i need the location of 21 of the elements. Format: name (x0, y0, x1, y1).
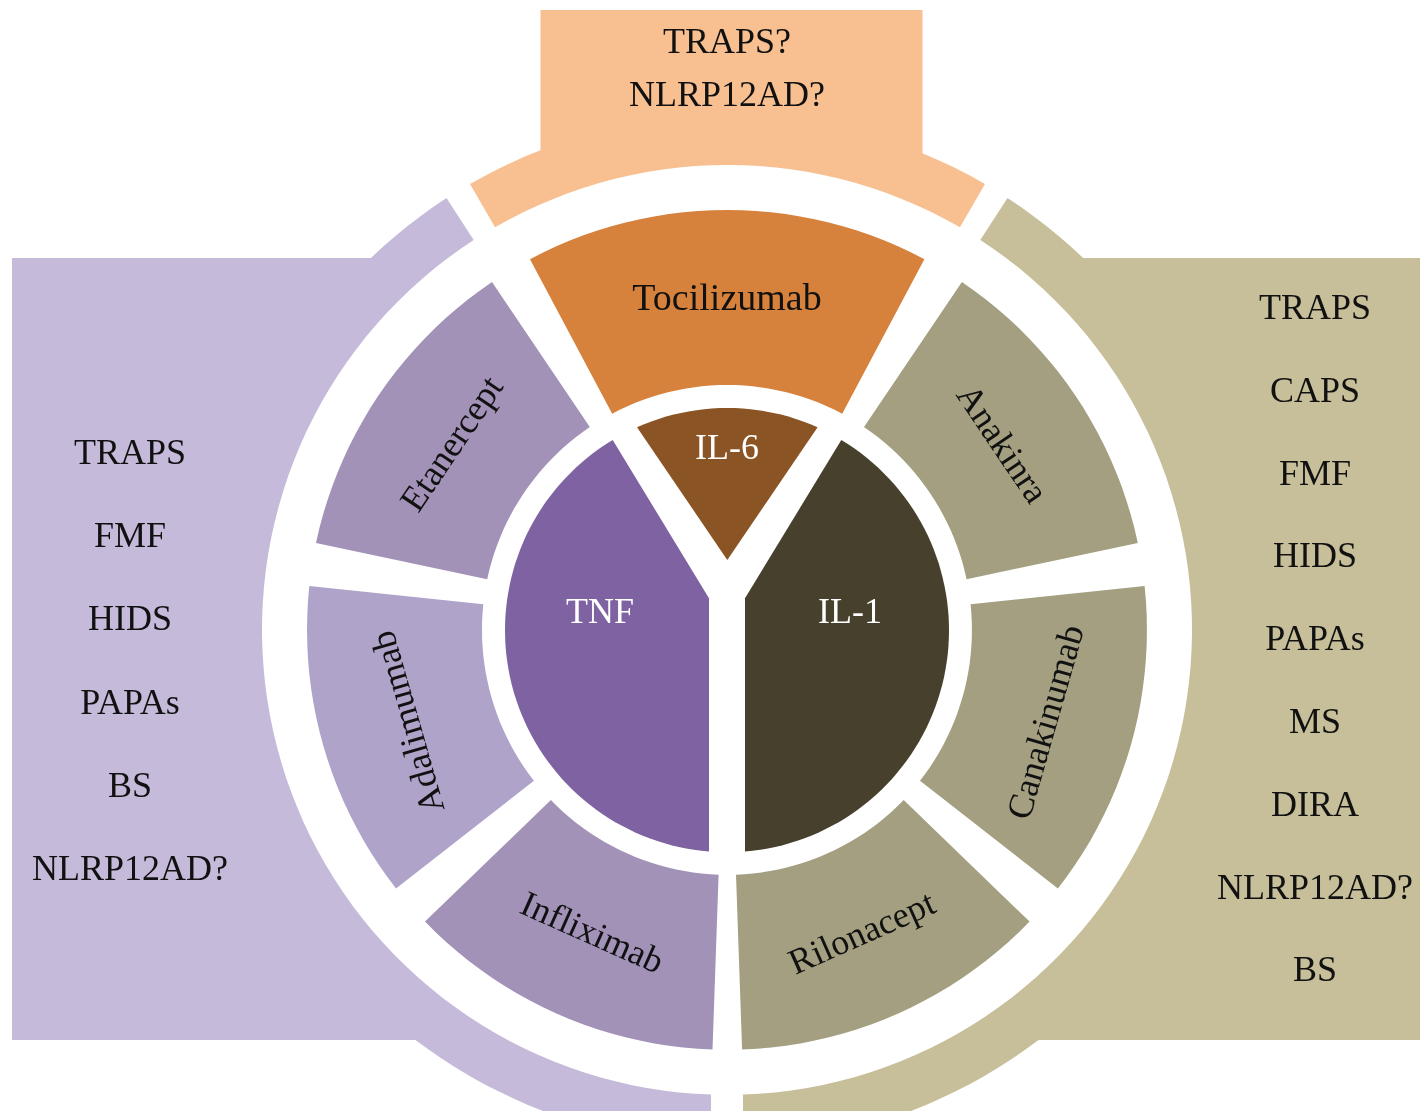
disease-name: PAPAs (1265, 619, 1365, 659)
disease-name: NLRP12AD? (32, 849, 228, 889)
disease-name: BS (1293, 950, 1337, 991)
disease-name: FMF (93, 516, 167, 556)
disease-name: FMF (1278, 453, 1352, 494)
disease-name: NLRP12AD? (1217, 867, 1413, 908)
disease-name: DIRA (1271, 785, 1359, 825)
disease-name: HIDS (1273, 536, 1357, 577)
disease-name: BS (108, 766, 152, 806)
disease-name: PAPAs (80, 682, 180, 723)
disease-name: TRAPS (1259, 288, 1371, 328)
disease-name: TRAPS? (663, 22, 791, 62)
disease-name: CAPS (1269, 371, 1361, 411)
disease-name: NLRP12AD? (629, 75, 825, 115)
drug-name: Tocilizumab (632, 277, 822, 319)
disease-name: MS (1289, 702, 1341, 742)
cytokine-name: IL-1 (818, 592, 882, 632)
disease-name: TRAPS (74, 433, 186, 473)
disease-name: HIDS (88, 599, 172, 640)
cytokine-name: IL-6 (695, 428, 759, 468)
cytokine-name: TNF (566, 592, 634, 632)
